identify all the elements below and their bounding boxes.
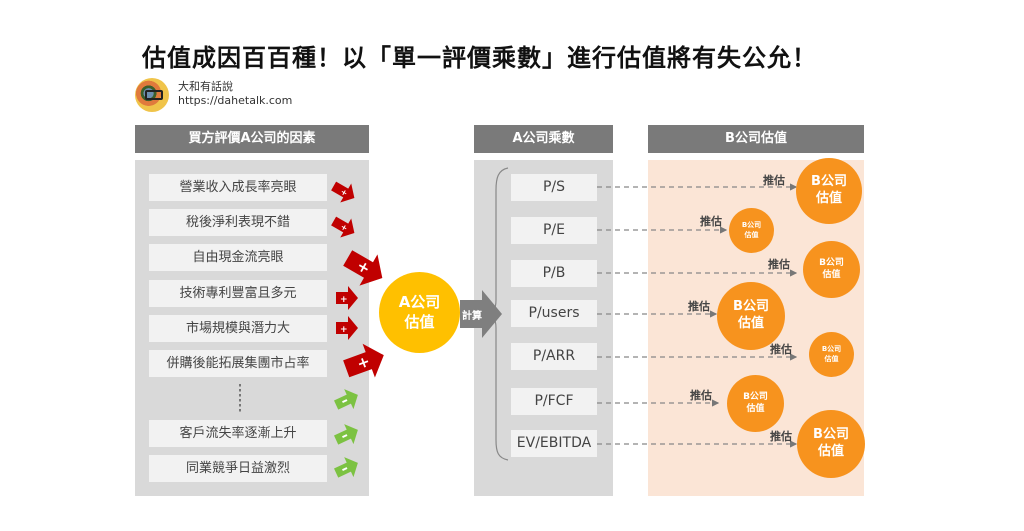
factors-panel: 營業收入成長率亮眼 稅後淨利表現不錯 自由現金流亮眼 技術專利豐富且多元 市場規… <box>135 160 369 496</box>
calculate-label: 計算 <box>462 311 482 322</box>
factor-item: 市場規模與潛力大 <box>149 315 327 342</box>
a-circle-line2: 估值 <box>404 312 435 331</box>
positive-arrow-icon: + <box>336 286 358 310</box>
author-url[interactable]: https://dahetalk.com <box>178 94 293 107</box>
b-valuation-header: B公司估值 <box>648 125 864 153</box>
estimate-label: 推估 <box>763 174 785 187</box>
positive-arrow-icon: + <box>343 343 384 378</box>
author-info: 大和有話說 https://dahetalk.com <box>178 80 292 108</box>
a-valuation-circle: A公司估值 <box>379 272 460 353</box>
b-valuation-circle: B公司估值 <box>803 241 860 298</box>
page-title: 估值成因百百種！以「單一評價乘數」進行估值將有失公允！ <box>142 44 817 72</box>
multiple-item: EV/EBITDA <box>511 430 597 457</box>
estimate-label: 推估 <box>690 389 712 402</box>
factor-item: 自由現金流亮眼 <box>149 244 327 271</box>
multiple-item: P/users <box>511 300 597 327</box>
multiple-item: P/ARR <box>511 343 597 370</box>
svg-text:+: + <box>340 295 348 305</box>
negative-arrow-icon <box>334 424 358 445</box>
factor-item: 營業收入成長率亮眼 <box>149 174 327 201</box>
estimate-label: 推估 <box>770 343 792 356</box>
a-circle-line1: A公司 <box>398 293 441 311</box>
b-valuation-circle: B公司估值 <box>717 282 785 350</box>
estimate-label: 推估 <box>768 258 790 271</box>
factor-item: 技術專利豐富且多元 <box>149 280 327 307</box>
positive-arrow-icon: + <box>336 316 358 340</box>
b-valuation-circle: B公司估值 <box>797 410 865 478</box>
multiple-item: P/FCF <box>511 388 597 415</box>
negative-arrow-icon <box>334 389 358 410</box>
b-valuation-circle: B公司估值 <box>727 375 784 432</box>
factor-item: 客戶流失率逐漸上升 <box>149 420 327 447</box>
b-valuation-circle: B公司估值 <box>809 332 854 377</box>
author-name: 大和有話說 <box>178 80 233 93</box>
estimate-label: 推估 <box>700 215 722 228</box>
estimate-label: 推估 <box>770 430 792 443</box>
multiple-item: P/S <box>511 174 597 201</box>
estimate-label: 推估 <box>688 300 710 313</box>
negative-arrow-icon <box>334 457 358 478</box>
factor-item: 同業競爭日益激烈 <box>149 455 327 482</box>
b-valuation-circle: B公司估值 <box>796 158 862 224</box>
factor-item: 併購後能拓展集團市占率 <box>149 350 327 377</box>
calculate-arrow <box>460 290 502 338</box>
factor-item: 稅後淨利表現不錯 <box>149 209 327 236</box>
multiple-item: P/E <box>511 217 597 244</box>
factors-header: 買方評價A公司的因素 <box>135 125 369 153</box>
multiple-item: P/B <box>511 260 597 287</box>
author-avatar <box>135 78 169 112</box>
positive-arrow-icon: + <box>331 216 355 238</box>
svg-text:+: + <box>339 187 349 198</box>
ellipsis-dots <box>239 384 241 414</box>
multiples-header: A公司乘數 <box>474 125 613 153</box>
positive-arrow-icon: + <box>331 181 355 203</box>
svg-text:+: + <box>339 222 349 233</box>
b-valuation-circle: B公司估值 <box>729 208 774 253</box>
svg-text:+: + <box>354 352 372 373</box>
svg-text:+: + <box>340 325 348 335</box>
multiples-panel: P/S P/E P/B P/users P/ARR P/FCF EV/EBITD… <box>474 160 613 496</box>
positive-arrow-icon: + <box>343 250 383 286</box>
